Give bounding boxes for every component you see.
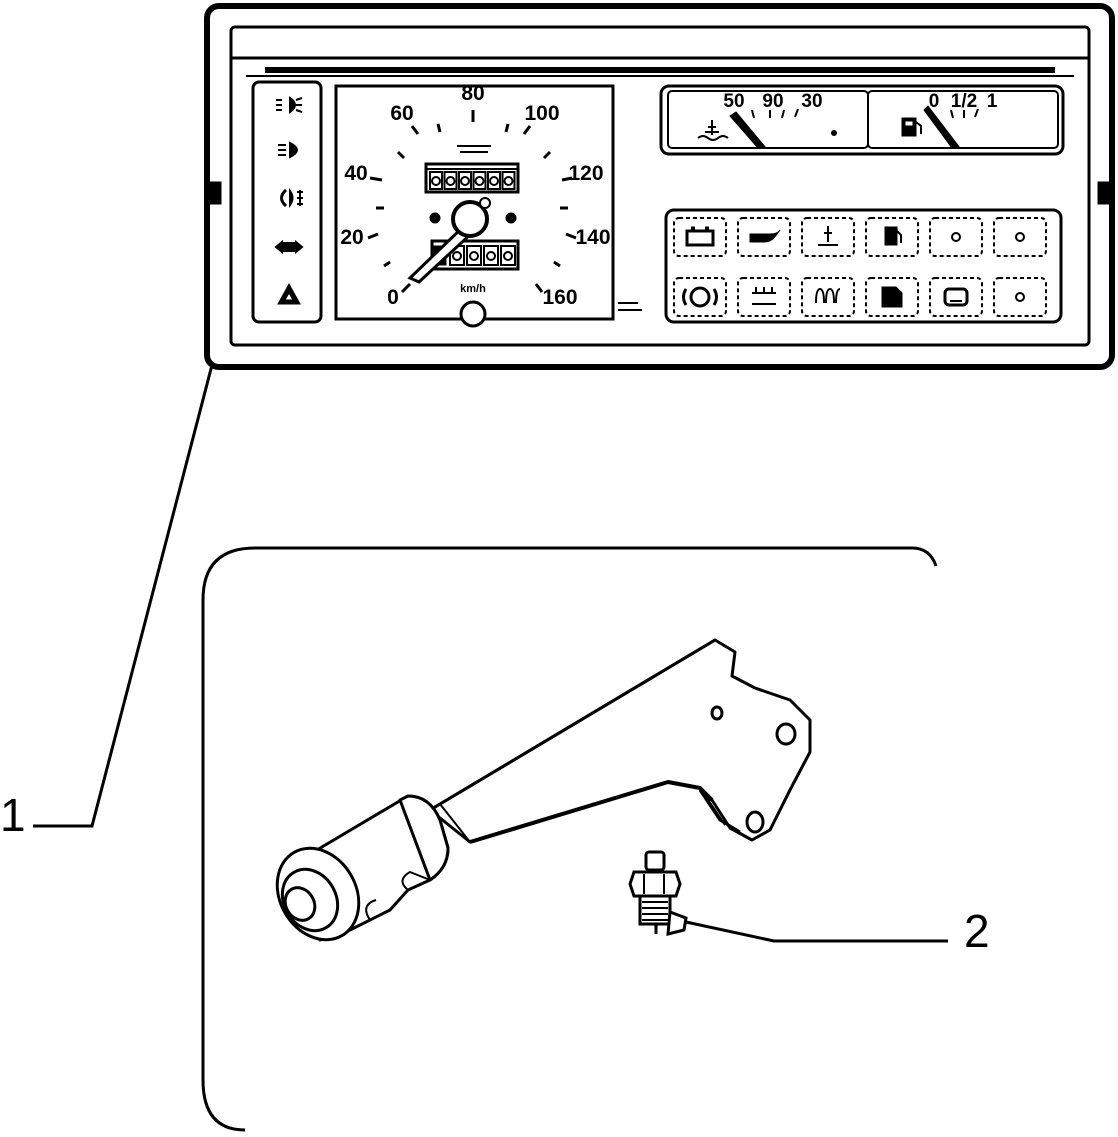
speedometer-fine-print: [618, 302, 642, 311]
lever-cable-hole: [745, 810, 765, 834]
odometer-window: [424, 162, 520, 194]
lever-web-line: [439, 803, 471, 843]
indicator-column: [251, 80, 323, 324]
odometer-digit: [429, 171, 443, 190]
speedometer-tick-label: 40: [344, 162, 367, 185]
warning-light: [929, 277, 983, 317]
high-beam-icon: [278, 141, 298, 159]
odometer-digit: [501, 171, 516, 190]
lever-flange: [698, 789, 741, 834]
seat-belt-icon: [943, 287, 969, 307]
switch-plunger: [644, 850, 666, 872]
speedometer-pin-left: [429, 212, 441, 224]
cluster-outer-frame: [204, 3, 1115, 370]
handbrake-switch: [628, 850, 688, 936]
lever-release-button: [275, 846, 361, 942]
warning-light: [865, 217, 919, 257]
speedometer-needle: [407, 197, 491, 284]
trip-digit: [500, 245, 516, 266]
handbrake-lever: [275, 638, 812, 942]
warning-light: [929, 217, 983, 257]
lever-bottom-edge: [469, 780, 714, 844]
speedometer-unit: km/h: [460, 283, 486, 295]
fuel-gauge-face: [867, 90, 1059, 149]
temp-gauge-tick-label: 90: [762, 91, 783, 112]
fuel-gauge-tick-label: 0: [929, 91, 940, 112]
warning-light: [801, 277, 855, 317]
mount-tab-left: [206, 181, 222, 205]
group-border: [201, 546, 938, 1132]
cluster-inner-frame: [229, 25, 1091, 347]
blank-lamp-icon: [1015, 232, 1025, 242]
odometer-digit: [472, 171, 487, 190]
instrument-cluster: [204, 3, 1115, 370]
coolant-temp-icon: [818, 226, 838, 246]
speedometer-tick-label: 20: [340, 226, 363, 249]
warning-light: [673, 277, 727, 317]
temp-gauge-ticks: [751, 108, 799, 119]
battery-icon: [685, 226, 715, 247]
speedometer-pin-right: [505, 212, 517, 224]
fuel-gauge-tick-label: 1/2: [951, 91, 977, 112]
temp-gauge-tick-label: 50: [723, 91, 744, 112]
temp-gauge-tick-label: 30: [801, 91, 822, 112]
fuel-gauge-ticks: [950, 108, 979, 119]
hazard-icon: [277, 282, 301, 305]
fuel-gauge-needle: [923, 105, 962, 149]
fog-light-icon: [276, 96, 303, 114]
rear-window-heat-icon: [752, 287, 776, 305]
warning-light: [737, 277, 791, 317]
trip-reset-knob: [459, 300, 487, 328]
callout-2-leader: [685, 920, 948, 943]
coolant-temp-icon: [697, 120, 729, 141]
gauge-window: [659, 84, 1065, 156]
lever-hole-small: [710, 705, 724, 721]
speedometer-tick-label: 100: [524, 102, 559, 125]
fuel-reserve-icon: [884, 226, 902, 246]
switch-hex-nut: [628, 870, 682, 898]
trip-digit: [483, 245, 499, 266]
speedometer-brand-marking: [457, 145, 491, 153]
mount-tab-right: [1097, 181, 1113, 205]
trip-digit: [466, 245, 482, 266]
door-open-icon: [881, 286, 903, 308]
callout-1-label: 1: [0, 789, 26, 841]
warning-light: [801, 217, 855, 257]
warning-light: [737, 217, 791, 257]
warning-light: [993, 217, 1047, 257]
speedometer-tick-marks: [367, 110, 577, 294]
lever-pivot-boss: [775, 722, 797, 746]
blank-lamp-icon: [951, 232, 961, 242]
odometer-digit: [487, 171, 501, 190]
warning-light: [673, 217, 727, 257]
temp-gauge-needle: [729, 111, 768, 149]
speedometer-tick-label: 160: [542, 286, 577, 309]
speedometer-tick-label: 140: [575, 226, 610, 249]
lever-top-edge: [429, 638, 716, 812]
oil-pressure-icon: [749, 229, 781, 243]
speedometer-tick-label: 80: [461, 82, 484, 105]
blank-lamp-icon: [1015, 292, 1025, 302]
rear-fog-icon: [280, 187, 303, 209]
odometer-digit: [443, 171, 458, 190]
speedometer-tick-label: 60: [390, 102, 413, 125]
warning-light-panel: [664, 208, 1063, 324]
speedometer-tick-label: 120: [568, 162, 603, 185]
callout-2-label: 2: [964, 905, 990, 957]
speedometer-tick-label: 0: [387, 286, 399, 309]
warning-light: [993, 277, 1047, 317]
brake-icon: [682, 286, 718, 308]
glow-plug-icon: [815, 287, 841, 304]
warning-light: [865, 277, 919, 317]
fuel-gauge-tick-label: 1: [987, 91, 998, 112]
turn-signal-icon: [274, 239, 304, 255]
temp-gauge-dot: [831, 130, 837, 136]
fuel-pump-icon: [901, 117, 922, 137]
callout-1-leader: [33, 364, 214, 828]
switch-terminal: [666, 909, 688, 936]
odometer-digit: [458, 171, 472, 190]
